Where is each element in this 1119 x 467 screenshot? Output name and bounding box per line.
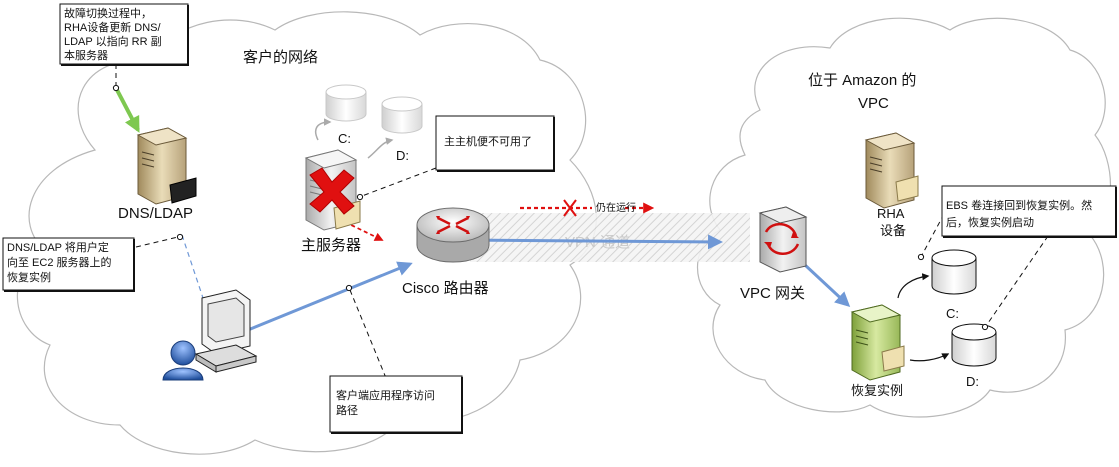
vpc-gateway-icon (758, 206, 808, 273)
host-unavailable-callout: 主主机便不可用了 (435, 115, 555, 172)
recovery-disk-c-label: C: (946, 306, 959, 321)
primary-disk-c: C: (325, 84, 367, 146)
amazon-vpc-cloud (697, 17, 1112, 418)
user-workstation-icon (162, 289, 258, 381)
rha-label-line2: 设备 (880, 223, 906, 238)
gateway-to-recovery-link (803, 263, 851, 308)
client-path-leader (349, 289, 387, 379)
recovery-instance: 恢复实例 (850, 304, 905, 398)
client-to-router-link (247, 261, 413, 332)
dns-to-client-link (181, 234, 214, 327)
dns-redirect-callout-line3: 恢复实例 (7, 270, 51, 284)
vpc-gateway: VPC 网关 (740, 206, 808, 302)
rha-appliance: RHA 设备 (864, 132, 919, 238)
failover-callout-line4: 本服务器 (64, 48, 108, 62)
ebs-attach-callout-line2: 后，恢复实例启动 (946, 215, 1034, 229)
primary-disk-d-label: D: (396, 148, 409, 163)
customer-network-label: 客户的网络 (243, 49, 318, 66)
recovery-disk-d-label: D: (966, 374, 979, 389)
ebs-leader-d (985, 235, 1049, 327)
router-to-gateway-link (454, 234, 723, 250)
failover-callout-line3: LDAP 以指向 RR 副 (64, 34, 162, 48)
recovery-to-disk-c-link (897, 273, 930, 299)
leader-dots (112, 84, 989, 331)
client-path-callout: 客户端应用程序访问 路径 (329, 375, 463, 434)
host-unavailable-callout-line1: 主主机便不可用了 (444, 134, 532, 148)
primary-disk-c-label: C: (338, 131, 351, 146)
primary-server-label: 主服务器 (301, 237, 361, 254)
server-green-icon (850, 304, 905, 381)
ebs-attach-callout: EBS 卷连接回到恢复实例。然 后，恢复实例启动 (941, 185, 1117, 238)
primary-disk-d: D: (381, 96, 423, 163)
dns-redirect-callout-line2: 向至 EC2 服务器上的 (7, 255, 112, 269)
dns-redirect-leader (135, 236, 179, 248)
disk-cylinder-icon (951, 323, 997, 367)
user-workstation (162, 289, 258, 381)
still-running-cross-icon (563, 199, 577, 217)
vpc-gateway-label: VPC 网关 (740, 285, 805, 302)
recovery-to-disk-d-link (909, 353, 950, 362)
server-tower-icon (864, 132, 919, 209)
rha-label-line1: RHA (877, 206, 905, 221)
cisco-router: Cisco 路由器 (402, 207, 490, 297)
primary-to-disk-c-link (314, 118, 332, 141)
dns-ldap-server: DNS/LDAP (118, 127, 197, 222)
disk-cylinder-icon (931, 249, 977, 295)
failover-callout-line1: 故障切换过程中， (64, 6, 152, 20)
still-running-label: 仍在运行 (596, 201, 636, 214)
client-path-callout-line2: 路径 (336, 404, 358, 417)
amazon-vpc-label-line1: 位于 Amazon 的 (808, 72, 916, 89)
ebs-attach-callout-line1: EBS 卷连接回到恢复实例。然 (946, 198, 1092, 212)
vpn-tunnel: VPN 通道 (470, 213, 750, 262)
amazon-vpc-label-line2: VPC (858, 95, 889, 112)
disk-cylinder-icon (325, 84, 367, 122)
client-path-callout-line1: 客户端应用程序访问 (336, 388, 435, 402)
primary-server: 主服务器 (301, 149, 361, 254)
primary-to-disk-d-link (367, 137, 394, 159)
callout-leaders (115, 64, 1049, 379)
recovery-instance-label: 恢复实例 (851, 383, 903, 398)
dns-redirect-callout: DNS/LDAP 将用户定 向至 EC2 服务器上的 恢复实例 (2, 237, 135, 292)
ebs-leader-c (921, 213, 945, 256)
server-tower-icon (136, 127, 197, 205)
connections: 仍在运行 (114, 87, 950, 362)
host-unavailable-leader (361, 167, 437, 197)
dns-ldap-label: DNS/LDAP (118, 205, 193, 222)
disk-cylinder-icon (381, 96, 423, 134)
failover-callout-line2: RHA设备更新 DNS/ (64, 20, 162, 34)
red-x-icon (309, 167, 355, 215)
failover-callout: 故障切换过程中， RHA设备更新 DNS/ LDAP 以指向 RR 副 本服务器 (59, 3, 189, 66)
dns-redirect-callout-line1: DNS/LDAP 将用户定 (7, 240, 109, 254)
cisco-router-label: Cisco 路由器 (402, 280, 489, 297)
recovery-disk-c: C: (931, 249, 977, 321)
router-icon (416, 207, 490, 263)
recovery-disk-d: D: (951, 323, 997, 389)
dns-update-arrow (114, 87, 140, 133)
